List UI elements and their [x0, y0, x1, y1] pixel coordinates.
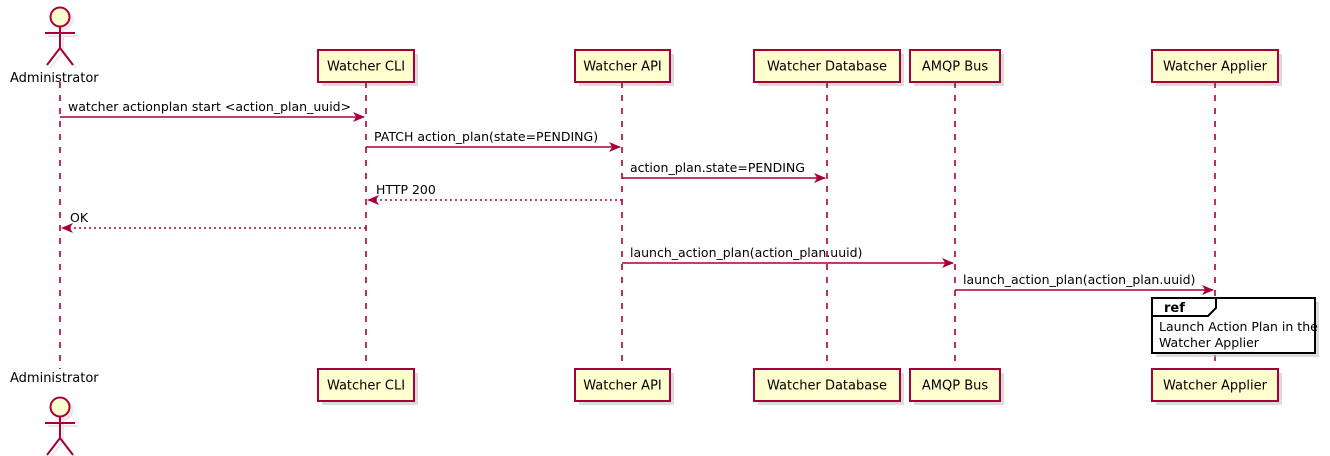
actor-leg-left — [50, 440, 64, 456]
ref-text-line-0: Launch Action Plan in the — [1159, 319, 1318, 334]
message-label-m1: watcher actionplan start <action_plan_uu… — [68, 99, 351, 114]
participant-bottom-amqp-bus[interactable]: AMQP Bus — [909, 368, 1001, 402]
actor-leg-left — [46, 437, 61, 456]
actor-bottom-administrator[interactable] — [45, 396, 75, 456]
participant-label-watcher-database: Watcher Database — [767, 379, 887, 394]
participant-box-watcher-database[interactable] — [753, 368, 901, 402]
ref-tab — [1151, 297, 1217, 317]
participant-top-amqp-bus[interactable]: AMQP Bus — [909, 49, 1001, 83]
participant-label-watcher-database: Watcher Database — [767, 60, 887, 75]
participant-box-amqp-bus[interactable] — [909, 49, 1001, 83]
participant-bottom-watcher-applier[interactable]: Watcher Applier — [1151, 368, 1279, 402]
actor-head — [49, 396, 71, 418]
participant-label-watcher-cli: Watcher CLI — [327, 379, 405, 394]
participant-box-watcher-api[interactable] — [574, 49, 671, 83]
participant-box-watcher-applier[interactable] — [1151, 49, 1279, 83]
actor-leg-left — [49, 50, 64, 69]
message-m5[interactable]: OK — [61, 210, 366, 233]
actor-leg-right — [59, 437, 74, 456]
participant-box-watcher-database[interactable] — [753, 49, 901, 83]
actor-leg-left — [46, 47, 61, 66]
actor-top-administrator[interactable] — [45, 6, 75, 66]
participant-label-watcher-cli: Watcher CLI — [327, 60, 405, 75]
actor-label-bottom: Administrator — [10, 371, 99, 386]
message-label-m5: OK — [70, 210, 89, 225]
participant-top-watcher-api[interactable]: Watcher API — [574, 49, 671, 83]
participant-box-amqp-bus[interactable] — [909, 368, 1001, 402]
message-m1[interactable]: watcher actionplan start <action_plan_uu… — [60, 99, 365, 122]
participant-label-amqp-bus: AMQP Bus — [922, 60, 988, 75]
participant-label-amqp-bus: AMQP Bus — [922, 379, 988, 394]
message-m6[interactable]: launch_action_plan(action_plan.uuid) — [622, 245, 954, 268]
message-m7[interactable]: launch_action_plan(action_plan.uuid) — [955, 272, 1214, 295]
message-label-m6: launch_action_plan(action_plan.uuid) — [630, 245, 862, 260]
participant-box-watcher-cli[interactable] — [317, 49, 415, 83]
message-m4[interactable]: HTTP 200 — [367, 182, 622, 205]
ref-text-line-1: Watcher Applier — [1159, 335, 1260, 350]
ref-tag-label: ref — [1164, 301, 1185, 316]
participant-top-watcher-database[interactable]: Watcher Database — [753, 49, 901, 83]
actor-leg-right — [59, 47, 74, 66]
participant-box-watcher-applier[interactable] — [1151, 368, 1279, 402]
message-label-m2: PATCH action_plan(state=PENDING) — [374, 129, 598, 144]
message-label-m4: HTTP 200 — [376, 182, 436, 197]
message-m2[interactable]: PATCH action_plan(state=PENDING) — [366, 129, 621, 152]
participant-box-watcher-cli[interactable] — [317, 368, 415, 402]
actor-label-top: Administrator — [10, 71, 99, 86]
participant-top-watcher-applier[interactable]: Watcher Applier — [1151, 49, 1279, 83]
participant-bottom-watcher-cli[interactable]: Watcher CLI — [317, 368, 415, 402]
participant-label-watcher-api: Watcher API — [583, 60, 662, 75]
participant-label-watcher-applier: Watcher Applier — [1163, 379, 1268, 394]
participant-bottom-watcher-api[interactable]: Watcher API — [574, 368, 671, 402]
message-label-m3: action_plan.state=PENDING — [630, 160, 805, 175]
participant-label-watcher-applier: Watcher Applier — [1163, 60, 1268, 75]
participant-bottom-watcher-database[interactable]: Watcher Database — [753, 368, 901, 402]
participant-box-watcher-api[interactable] — [574, 368, 671, 402]
actor-head — [49, 6, 71, 28]
participant-top-watcher-cli[interactable]: Watcher CLI — [317, 49, 415, 83]
message-label-m7: launch_action_plan(action_plan.uuid) — [963, 272, 1195, 287]
participant-label-watcher-api: Watcher API — [583, 379, 662, 394]
message-m3[interactable]: action_plan.state=PENDING — [622, 160, 826, 183]
